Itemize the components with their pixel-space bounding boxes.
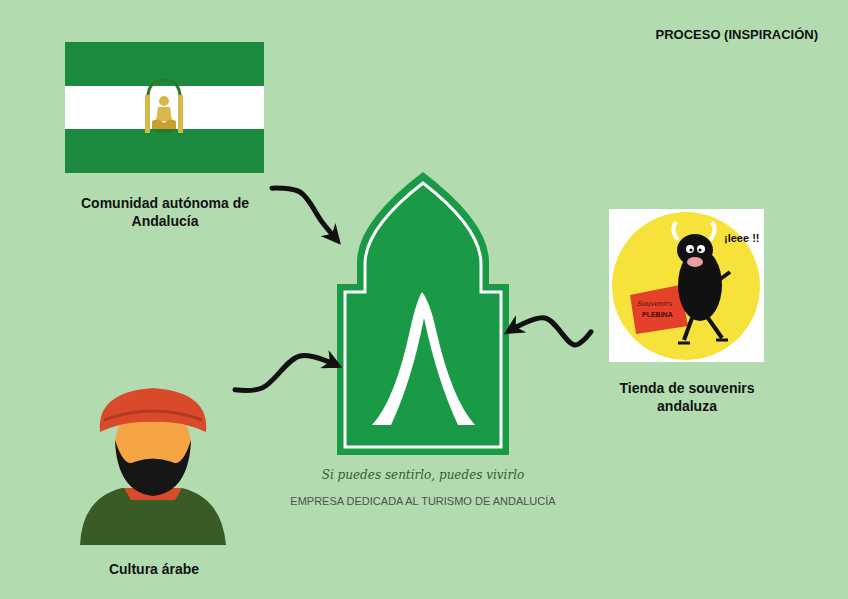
logo-node: Si puedes sentirlo, puedes vivirloEMPRES… bbox=[337, 172, 509, 456]
diagram-title: PROCESO (INSPIRACIÓN) bbox=[655, 27, 818, 42]
bull-shout: ¡Ieee !! bbox=[724, 232, 759, 244]
caption: Tienda de souvenirs andaluza bbox=[591, 379, 783, 415]
company-tagline: EMPRESA DEDICADA AL TURISMO DE ANDALUCÍA bbox=[197, 495, 649, 507]
image-node: Comunidad autónoma de Andalucía bbox=[58, 40, 272, 230]
tourism-logo bbox=[337, 172, 509, 455]
curved-arrow bbox=[272, 188, 337, 240]
curved-arrow bbox=[509, 318, 591, 345]
andalusia-flag bbox=[65, 42, 264, 173]
caption: Cultura árabe bbox=[66, 560, 242, 578]
curved-arrow bbox=[235, 356, 337, 391]
cape-text: Souvenirs bbox=[637, 300, 672, 308]
arab-man-figure bbox=[80, 388, 226, 545]
caption: Comunidad autónoma de Andalucía bbox=[58, 194, 272, 230]
cape-text: PLEBINA bbox=[642, 311, 673, 318]
souvenir-logo bbox=[609, 209, 764, 362]
slogan: Si puedes sentirlo, puedes vivirlo bbox=[197, 468, 649, 482]
image-node: Cultura árabe bbox=[66, 386, 242, 578]
